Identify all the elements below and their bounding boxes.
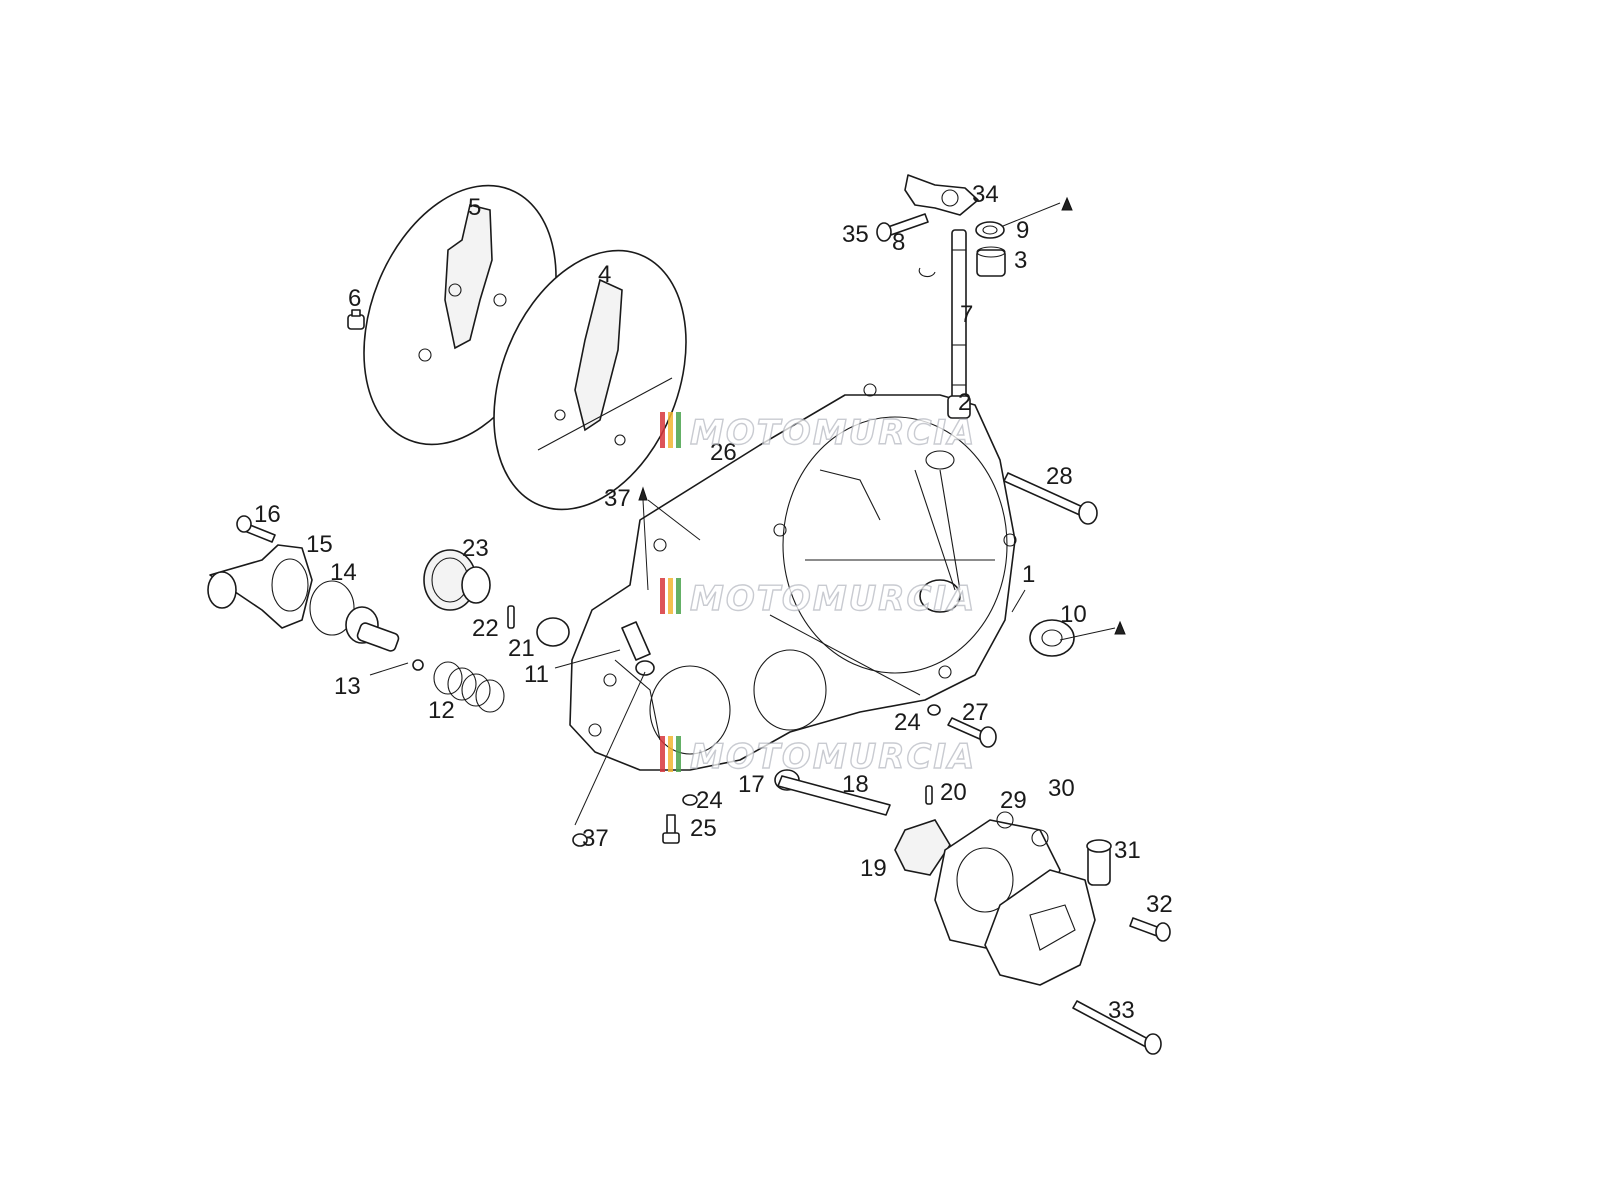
spring-12	[433, 661, 505, 713]
bolt-16	[236, 515, 276, 543]
callout-37-lower: 37	[582, 825, 609, 852]
callout-15: 15	[306, 531, 333, 558]
watermark-text: MOTOMURCIA	[690, 579, 976, 619]
callout-17: 17	[738, 771, 765, 798]
callout-34: 34	[972, 181, 999, 208]
bushing-2	[947, 395, 971, 419]
washer-24-lower	[682, 794, 698, 806]
watermark-top: MOTOMURCIA	[660, 412, 976, 454]
callout-2: 2	[958, 389, 971, 416]
gear-23	[423, 549, 491, 611]
bolt-28	[1003, 472, 1098, 525]
leader-lines	[369, 202, 1116, 826]
bolt-6	[347, 309, 365, 330]
callout-24-upper: 24	[894, 709, 921, 736]
callout-10: 10	[1060, 601, 1087, 628]
fitting-37	[572, 486, 655, 847]
callout-11: 11	[524, 661, 549, 688]
watermark-stripe-green	[676, 412, 681, 448]
bolt-27	[947, 717, 997, 748]
pump-shaft-18	[777, 775, 891, 816]
callout-28: 28	[1046, 463, 1073, 490]
callout-31: 31	[1114, 837, 1141, 864]
callout-14: 14	[330, 559, 357, 586]
callout-19: 19	[860, 855, 887, 882]
callout-30: 30	[1048, 775, 1075, 802]
callout-29: 29	[1000, 787, 1027, 814]
circlip-8	[918, 267, 936, 278]
bolt-25	[662, 814, 680, 844]
callout-33: 33	[1108, 997, 1135, 1024]
callout-9: 9	[1016, 217, 1029, 244]
crankcase-cover-1	[569, 383, 1017, 771]
watermark-stripe-red	[660, 736, 665, 772]
watermark-stripe-yellow	[668, 578, 673, 614]
o-ring-14	[309, 580, 355, 636]
callout-37-upper: 37	[604, 485, 631, 512]
watermark-bottom: MOTOMURCIA	[660, 736, 976, 778]
watermark-stripe-red	[660, 578, 665, 614]
watermark-text: MOTOMURCIA	[690, 413, 976, 453]
callout-24-lower: 24	[696, 787, 723, 814]
grease-drop-icon	[1061, 196, 1073, 211]
shaft-13	[345, 606, 424, 671]
bolt-32	[1129, 917, 1171, 942]
watermark-stripe-green	[676, 736, 681, 772]
pin-22	[507, 605, 515, 629]
callout-3: 3	[1014, 247, 1027, 274]
seal-10	[1029, 619, 1075, 657]
callout-22: 22	[472, 615, 499, 642]
washer-24-upper	[927, 704, 941, 716]
callout-4: 4	[598, 261, 611, 288]
callout-13: 13	[334, 673, 361, 700]
pump-housing-15	[207, 544, 313, 629]
callout-8: 8	[892, 229, 905, 256]
pin-20	[925, 785, 933, 805]
callout-27: 27	[962, 699, 989, 726]
callout-7: 7	[960, 301, 973, 328]
impeller-19	[894, 819, 951, 876]
callout-labels: 1 2 3 4 5 6 7 8 9 10 11 12 13 14 15 16 1…	[254, 181, 1173, 1024]
grease-drop-icon	[1114, 620, 1126, 635]
callout-35: 35	[842, 221, 869, 248]
watermark-stripe-yellow	[668, 412, 673, 448]
bolt-33	[1072, 1000, 1162, 1055]
callout-25: 25	[690, 815, 717, 842]
callout-6: 6	[348, 285, 361, 312]
callout-23: 23	[462, 535, 489, 562]
callout-1: 1	[1022, 561, 1035, 588]
watermark-stripe-red	[660, 412, 665, 448]
lever-34	[904, 174, 979, 216]
plate-11	[536, 617, 570, 647]
seal-9	[975, 221, 1005, 239]
callout-26: 26	[710, 439, 737, 466]
watermark-middle: MOTOMURCIA	[660, 578, 976, 620]
callout-21: 21	[508, 635, 535, 662]
bearing-3	[976, 246, 1006, 277]
callout-32: 32	[1146, 891, 1173, 918]
watermark-stripe-yellow	[668, 736, 673, 772]
callout-16: 16	[254, 501, 281, 528]
watermark-stripe-green	[676, 578, 681, 614]
callout-18: 18	[842, 771, 869, 798]
callout-12: 12	[428, 697, 455, 724]
callout-5: 5	[468, 194, 481, 221]
bolt-35	[876, 213, 929, 242]
pump-cover-31	[984, 839, 1112, 986]
callout-20: 20	[940, 779, 967, 806]
watermark-text: MOTOMURCIA	[690, 737, 976, 777]
